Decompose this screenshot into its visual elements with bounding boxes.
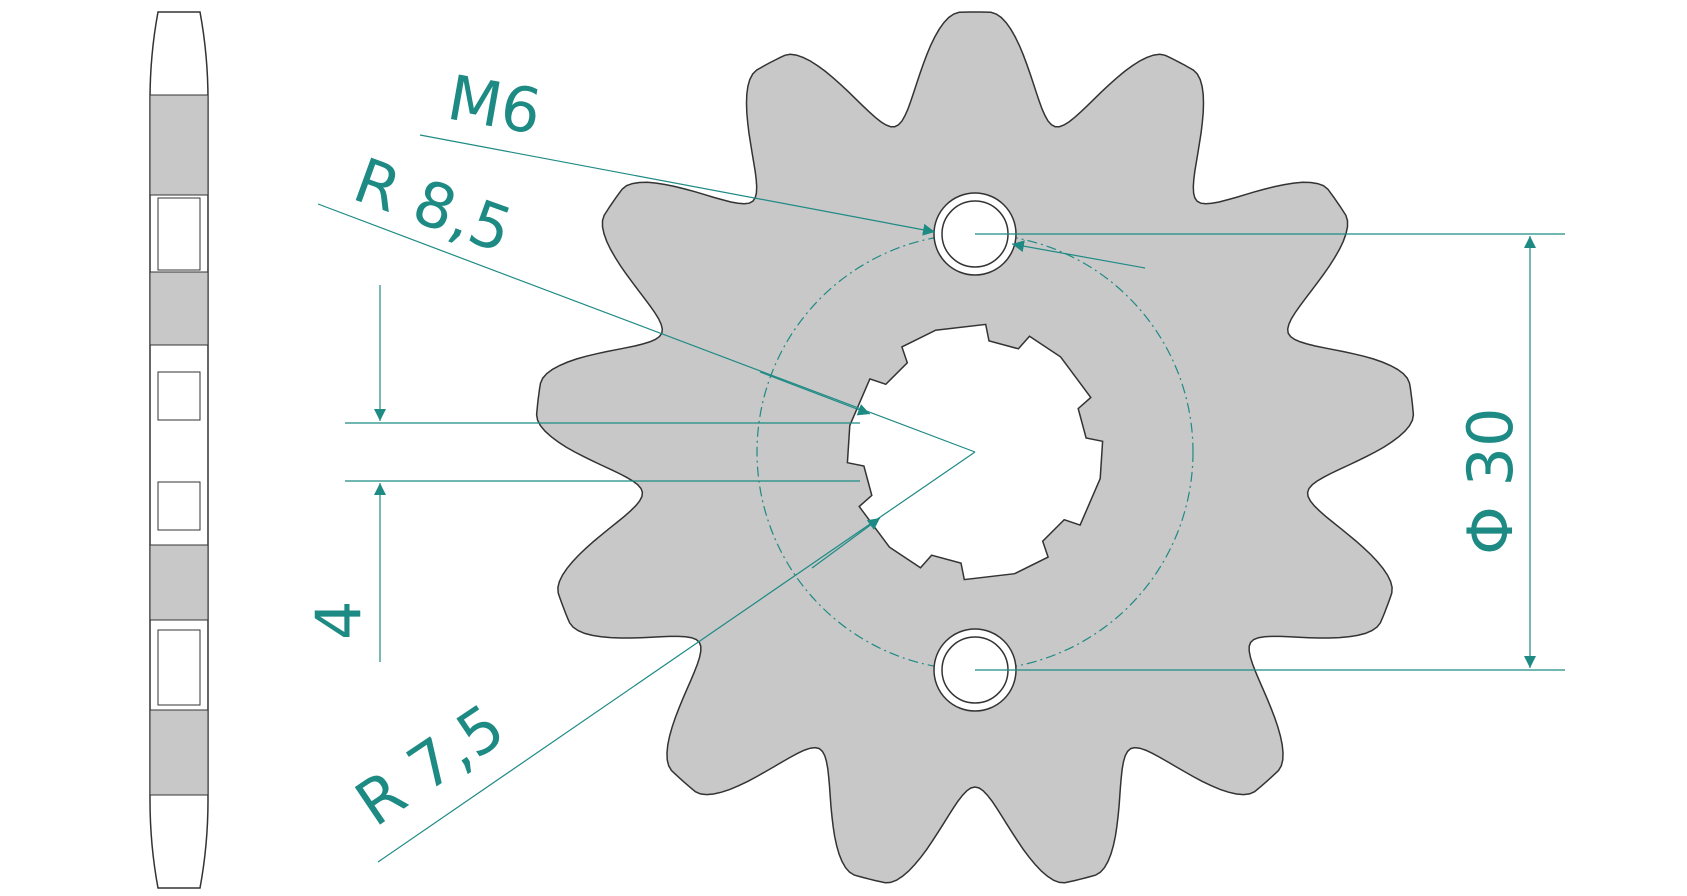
thread-leader — [419, 134, 936, 236]
side-view-bands — [149, 94, 209, 796]
side-view-band — [149, 271, 209, 346]
spline-inner-radius-label: R 7,5 — [343, 690, 518, 841]
dimension-lines — [317, 134, 1565, 863]
spline-outer-radius-label: R 8,5 — [345, 143, 522, 267]
side-view-window — [157, 197, 201, 271]
side-view-window — [157, 629, 201, 706]
side-view-band — [149, 709, 209, 796]
front-view — [535, 11, 1415, 884]
thread-label: M6 — [442, 61, 546, 149]
side-view — [149, 11, 209, 889]
spline-outer-radius-arrow — [759, 371, 871, 416]
thread-leader-back — [1011, 240, 1146, 269]
spline-inner-radius-arrow — [811, 517, 881, 569]
side-view-window — [157, 371, 201, 421]
side-view-band — [149, 544, 209, 621]
side-view-window — [157, 481, 201, 531]
spline-width-label: 4 — [302, 601, 375, 640]
bolt-circle-label: Φ 30 — [1454, 408, 1527, 555]
side-view-band — [149, 94, 209, 196]
